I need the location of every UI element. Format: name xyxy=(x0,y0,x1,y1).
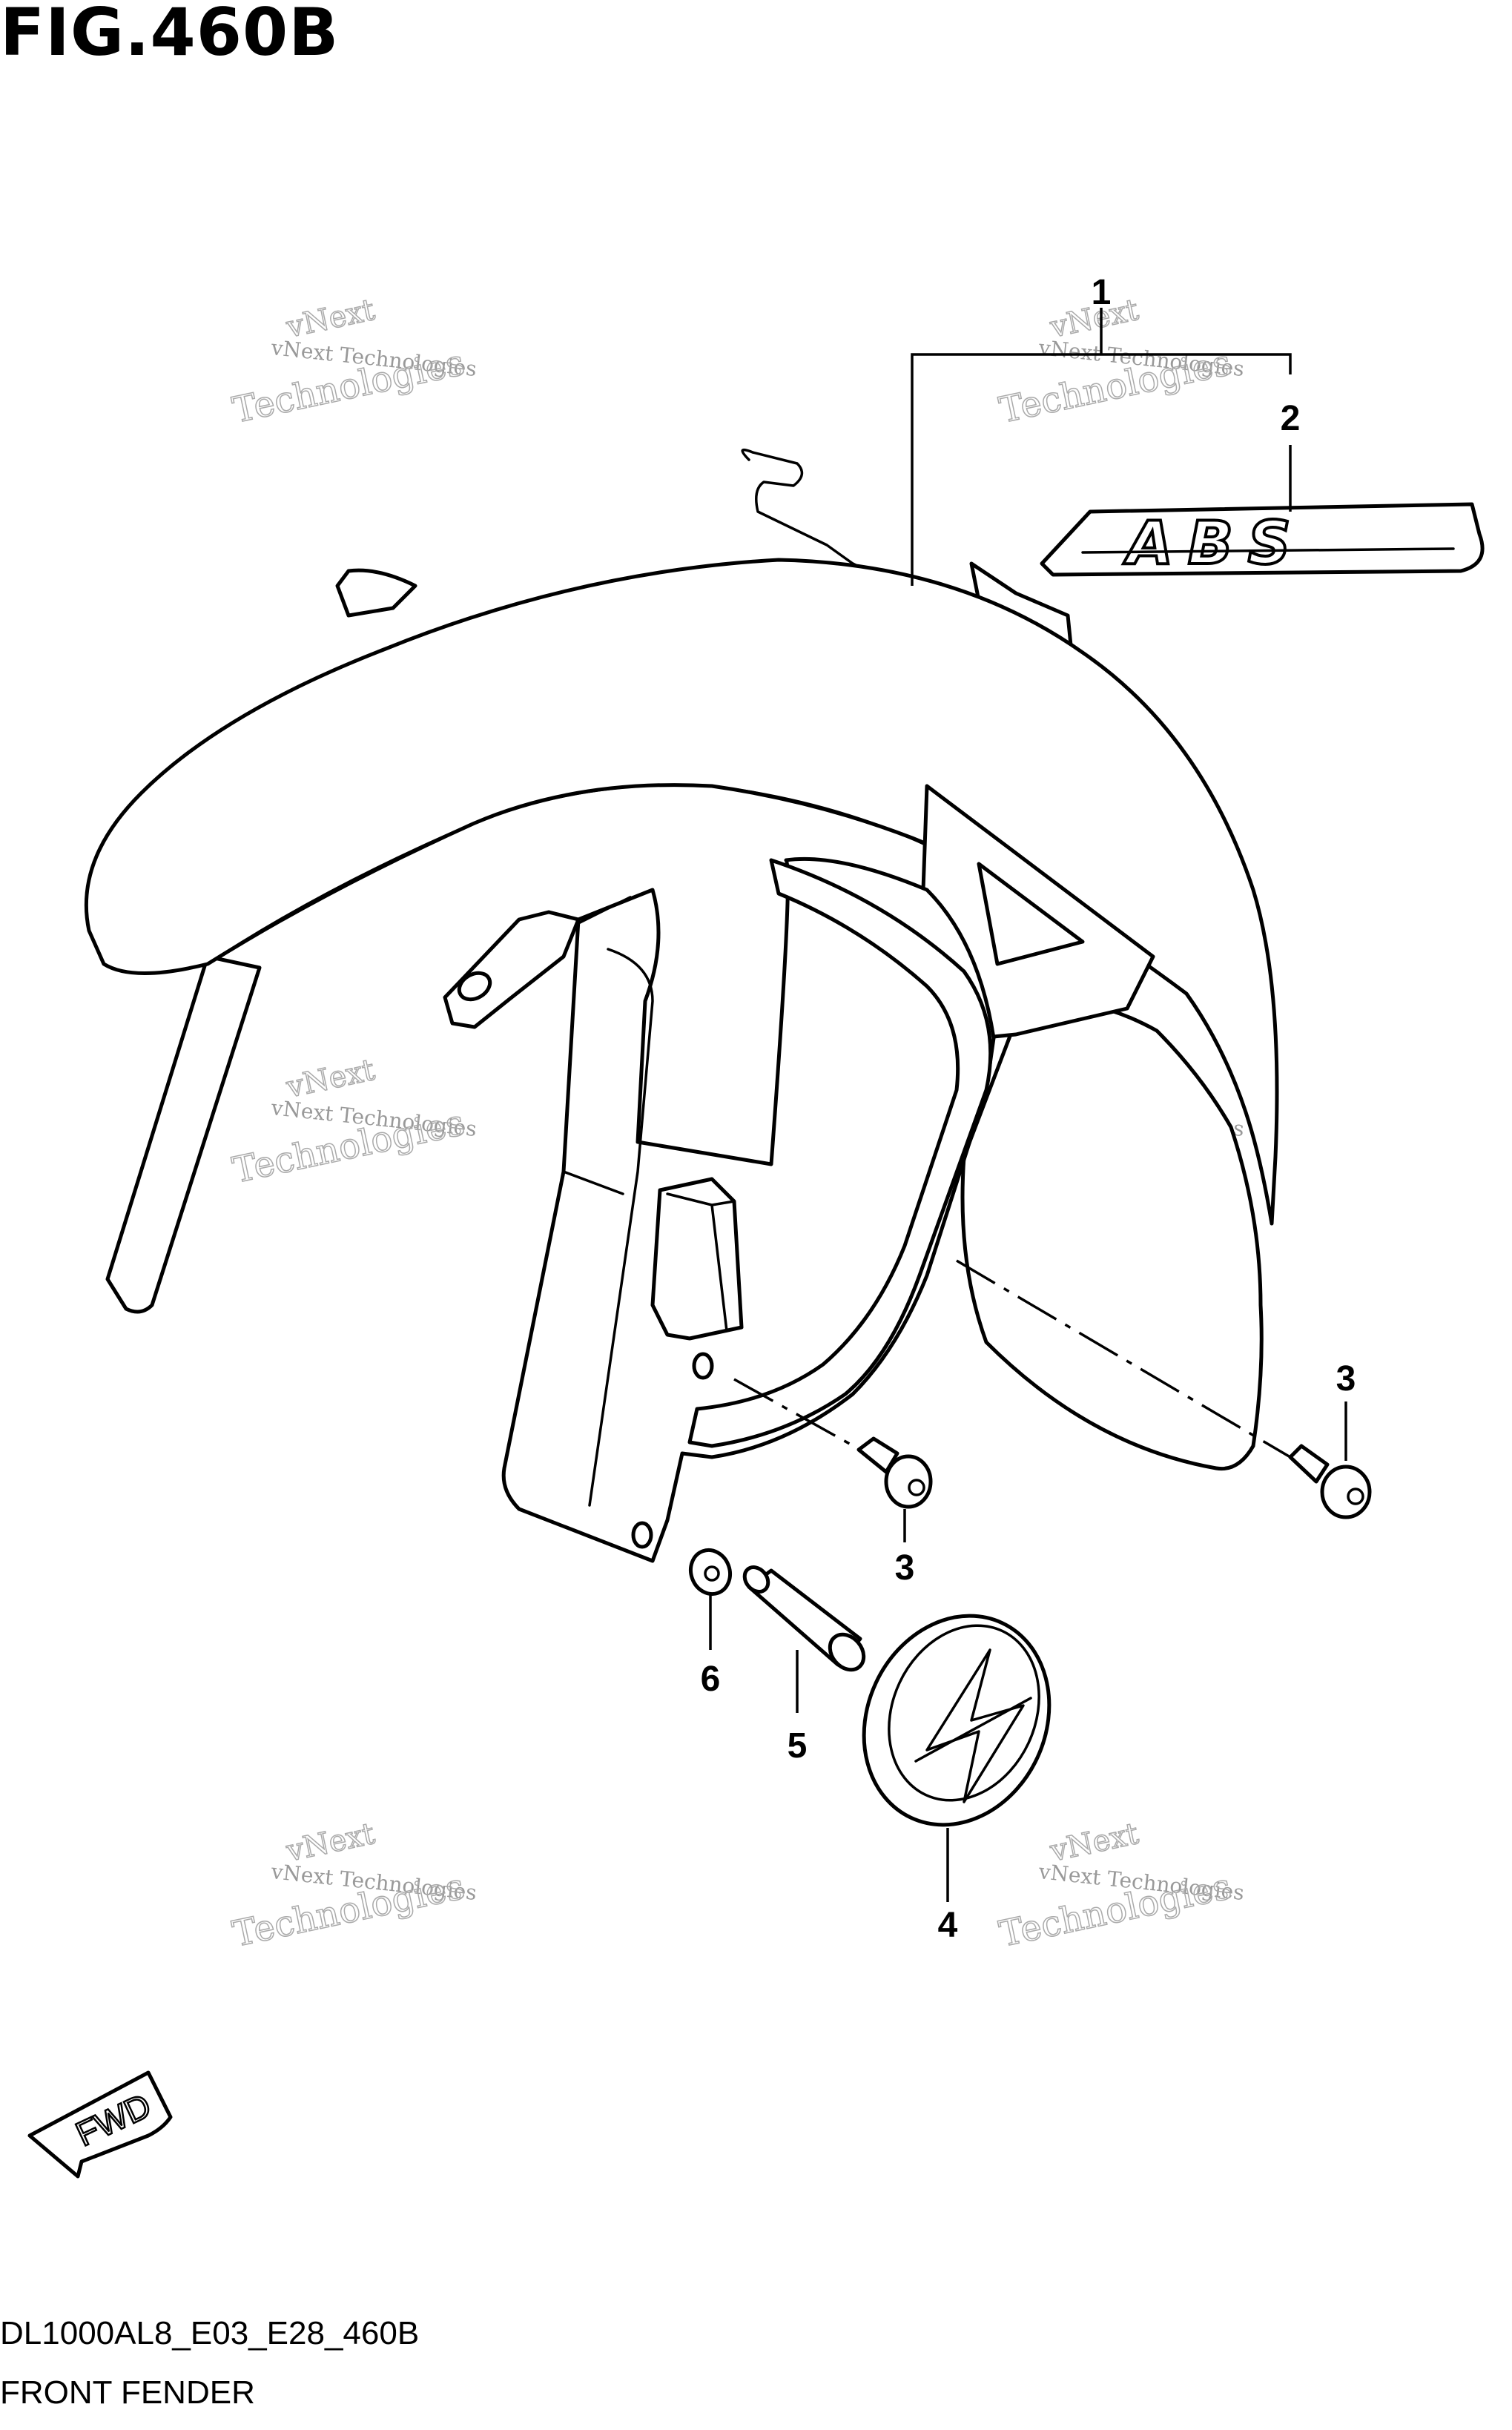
leader-rear-screw-axis xyxy=(956,1259,1291,1459)
cap-inner xyxy=(888,1624,1040,1802)
callout-1: 1 xyxy=(1092,273,1112,312)
callout-3-front: 3 xyxy=(895,1548,915,1588)
front-fender xyxy=(84,448,1279,1563)
watermark-top-left: vNext vNext Technologies Technologies xyxy=(228,292,478,432)
watermark-bottom-right: vNext vNext Technologies Technologies xyxy=(995,1816,1245,1955)
callouts: 1 2 3 3 4 5 6 xyxy=(701,273,1356,1945)
washer xyxy=(689,1548,732,1597)
leader-front-screw-axis xyxy=(733,1378,861,1451)
screw-hole-upper xyxy=(692,1352,714,1380)
fender-left-groove-2 xyxy=(562,896,632,1195)
cap-bolt-mark xyxy=(925,1648,1025,1803)
cap-outer xyxy=(862,1614,1052,1827)
fender-right-flap xyxy=(960,997,1264,1471)
screw-hole-lower xyxy=(631,1521,653,1549)
fender-rear-tab xyxy=(335,568,417,618)
model-code: DL1000AL8_E03_E28_460B xyxy=(0,2315,420,2351)
reflector-cap xyxy=(862,1614,1052,1827)
callout-2: 2 xyxy=(1281,399,1301,438)
section-name: FRONT FENDER xyxy=(0,2374,255,2411)
svg-text:vNext: vNext xyxy=(283,1817,378,1869)
abs-decal: ABS xyxy=(1040,502,1485,579)
screw-rear xyxy=(1288,1444,1372,1519)
fender-pad-detail xyxy=(666,1192,736,1333)
screw-rear-shank xyxy=(1288,1444,1330,1484)
fender-left-stay xyxy=(105,954,262,1314)
leader-lines xyxy=(709,308,1347,1902)
cap-line xyxy=(914,1697,1032,1763)
screw-rear-socket xyxy=(1347,1488,1364,1505)
washer-outer xyxy=(689,1548,732,1597)
screw-front-shank xyxy=(856,1436,899,1474)
screw-front xyxy=(856,1436,933,1509)
callout-3-rear: 3 xyxy=(1336,1359,1356,1399)
callout-5: 5 xyxy=(788,1726,808,1766)
abs-decal-inner xyxy=(1081,547,1455,554)
spacer xyxy=(742,1565,866,1672)
fender-side-pad xyxy=(650,1177,744,1341)
watermark-mid-left: vNext vNext Technologies Technologies xyxy=(228,1052,478,1192)
watermark-bottom-left: vNext vNext Technologies Technologies xyxy=(228,1816,478,1955)
fwd-arrow-shape xyxy=(27,2070,173,2179)
abs-decal-outline xyxy=(1040,502,1485,577)
callout-6: 6 xyxy=(701,1660,721,1699)
spacer-tip xyxy=(742,1565,770,1594)
figure-title: FIG.460B xyxy=(0,0,340,70)
fender-inner-body xyxy=(501,856,996,1563)
screw-front-head xyxy=(884,1454,933,1509)
svg-text:vNext: vNext xyxy=(283,1053,378,1105)
fwd-arrow: FWD xyxy=(27,2070,173,2179)
abs-decal-text: ABS xyxy=(1123,509,1306,578)
fender-front-rim xyxy=(687,858,993,1448)
callout-4: 4 xyxy=(938,1906,958,1945)
svg-text:vNext: vNext xyxy=(283,293,378,345)
wire-clip xyxy=(741,448,869,572)
fender-left-groove xyxy=(588,948,654,1507)
spacer-end xyxy=(828,1632,866,1672)
fender-left-bracket xyxy=(443,910,581,1029)
screw-front-socket xyxy=(908,1479,925,1496)
bracket-hole xyxy=(457,971,492,1002)
washer-hole xyxy=(704,1565,720,1582)
watermark-top-right: vNext vNext Technologies Technologies xyxy=(995,292,1245,432)
fender-right-bracket-hole xyxy=(977,862,1085,966)
